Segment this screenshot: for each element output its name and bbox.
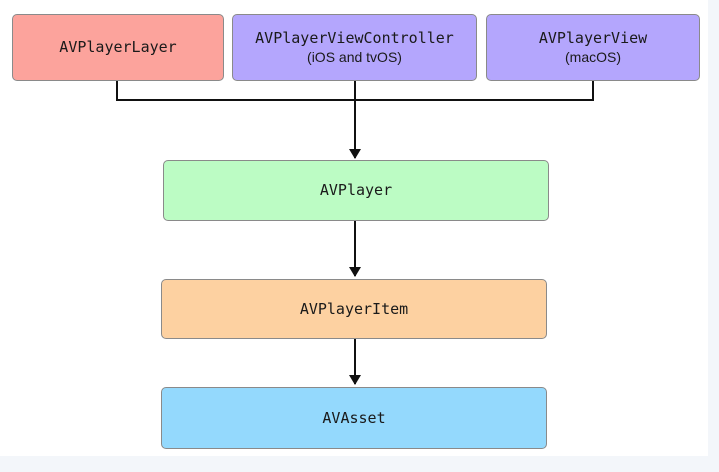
avplayerlayer-box: AVPlayerLayer [12,14,224,81]
node-subtitle: (iOS and tvOS) [307,49,402,65]
connector-lines [116,81,594,385]
node-title: AVPlayer [319,181,393,199]
node-subtitle: (macOS) [565,49,621,65]
node-title: AVPlayerView [538,29,648,47]
avplayeritem-box: AVPlayerItem [161,279,547,339]
avplayerview-box: AVPlayerView (macOS) [486,14,700,81]
node-title: AVPlayerViewController [255,29,454,47]
diagram-canvas: AVPlayerLayer AVPlayerViewController (iO… [0,0,708,456]
avplayer-box: AVPlayer [163,160,549,221]
avasset-box: AVAsset [161,387,547,449]
node-title: AVPlayerLayer [59,38,177,56]
node-title: AVAsset [322,408,386,427]
node-title: AVPlayerItem [299,299,409,318]
avplayerviewcontroller-box: AVPlayerViewController (iOS and tvOS) [232,14,477,81]
